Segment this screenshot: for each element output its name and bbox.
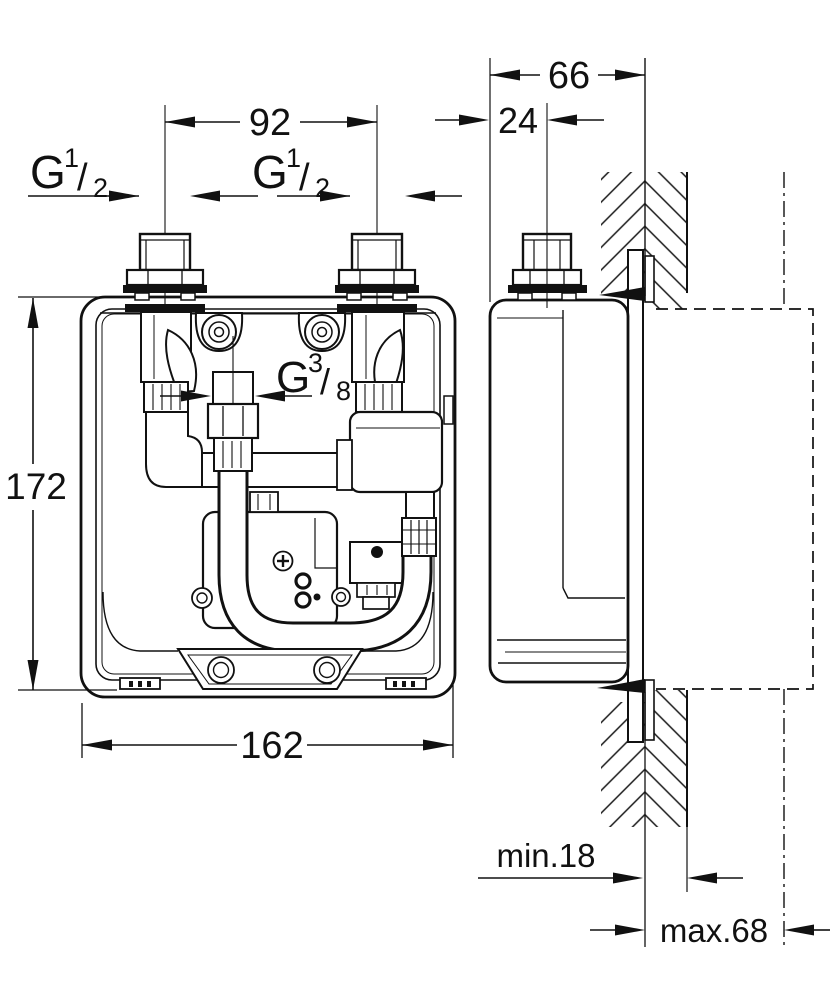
dim-wall-min-value: min.18 [496,837,595,874]
screw-boss-left [207,656,235,684]
phillips-screw [272,550,294,572]
seal-top [599,287,645,301]
max-buildup-outline [656,172,814,947]
bottom-shell-left [102,591,178,652]
elbow-pipe-left [145,411,203,488]
screw-boss-right [313,656,341,684]
inlet-fitting-side [508,103,587,308]
mounting-ear-right [297,312,347,353]
seal-bottom [597,679,645,693]
dim-hose-thread: G 3 / 8 [160,348,351,406]
dim-port-offset: 24 [435,100,604,141]
thread-label-right: G [252,146,288,198]
fastening-screw-right [331,587,351,607]
svg-text:/: / [77,157,88,199]
mixer-housing-right [336,410,444,494]
foot-right [385,677,427,690]
box-profile [488,298,630,684]
mounting-plate [627,249,655,743]
dimensions: 92 G 1 / 2 G 1 / 2 G 3 [5,55,830,949]
dim-mount-max: max.68 [590,912,830,949]
dim-port-spacing-value: 92 [249,102,291,144]
wall-section-top [601,172,688,309]
cable-grommets [294,572,321,609]
connection-hose [217,470,433,653]
dim-mount-max-value: max.68 [660,912,768,949]
bottom-shell-right [362,591,434,652]
thread-label-hose: G [276,353,310,402]
dim-thread-left: G 1 / 2 [28,143,258,203]
fastening-screw-left [191,587,213,609]
outlet-fitting-right [401,491,437,557]
shutoff-valve-right [351,311,405,413]
svg-text:8: 8 [336,376,351,406]
dim-width-value: 162 [240,725,303,767]
mounting-ear-left [194,312,244,353]
svg-text:1: 1 [286,143,301,173]
svg-text:/: / [320,361,330,402]
dim-port-spacing: 92 [165,102,377,144]
dim-width: 162 [81,685,454,767]
dim-thread-right: G 1 / 2 [252,143,462,203]
dim-depth-value: 66 [548,55,590,97]
foot-left [119,677,161,690]
dim-height-value: 172 [5,466,67,507]
inlet-fitting-right [335,105,419,318]
thread-label-left: G [30,146,66,198]
dim-port-offset-value: 24 [498,100,538,141]
svg-text:3: 3 [308,348,323,378]
dim-wall-min: min.18 [478,692,743,947]
svg-text:2: 2 [93,173,108,203]
side-view [488,103,814,947]
hose-tee-fitting [206,336,260,472]
svg-text:1: 1 [64,143,79,173]
svg-text:2: 2 [315,173,330,203]
bottom-panel [176,648,364,690]
front-view [79,105,457,699]
solenoid-connector [349,541,404,610]
svg-text:/: / [299,157,310,199]
dim-height: 172 [5,296,117,691]
inlet-fitting-left [123,105,207,318]
dim-depth: 66 [489,55,646,302]
